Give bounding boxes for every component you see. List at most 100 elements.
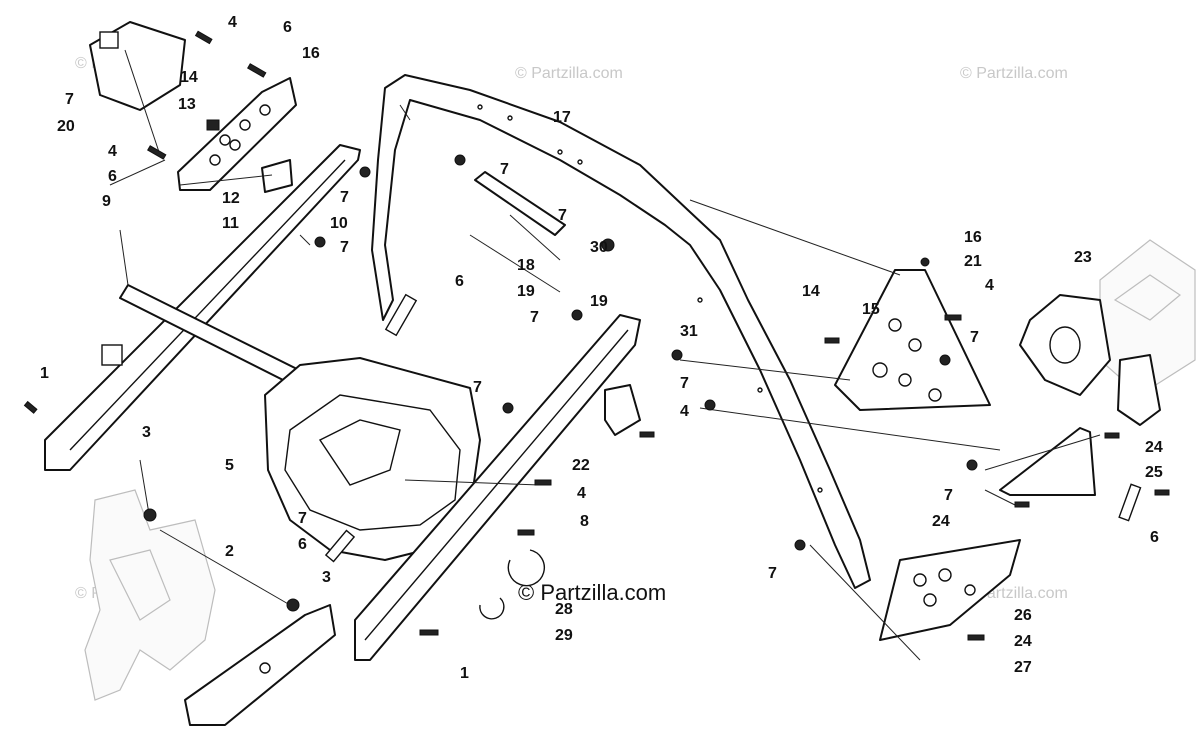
callout-6: 6 [108, 168, 117, 185]
callout-6: 6 [298, 536, 307, 553]
callout-28: 28 [555, 601, 573, 618]
fasteners [23, 30, 1170, 641]
callout-15: 15 [862, 301, 880, 318]
nut-2-a [143, 508, 157, 522]
callout-24: 24 [932, 513, 950, 530]
callout-7: 7 [500, 161, 509, 178]
callout-7: 7 [65, 91, 74, 108]
callout-7: 7 [473, 379, 482, 396]
crossbar-lower [354, 314, 641, 661]
nut-7-h [359, 166, 371, 178]
console-panel [264, 357, 481, 561]
bolt-4-e [194, 30, 213, 45]
relay-12 [261, 159, 293, 193]
callout-3: 3 [322, 569, 331, 586]
nut-2-b [286, 598, 300, 612]
callout-7: 7 [340, 189, 349, 206]
clamps [479, 549, 545, 620]
callout-7: 7 [530, 309, 539, 326]
callout-24: 24 [1014, 633, 1032, 650]
callout-16: 16 [302, 45, 320, 62]
callout-14: 14 [180, 69, 198, 86]
callout-7: 7 [558, 207, 567, 224]
callout-20: 20 [57, 118, 75, 135]
nut-7-c [502, 402, 514, 414]
bolt-24-c [967, 634, 985, 641]
callout-11: 11 [222, 215, 239, 232]
bolt-1-b [419, 629, 439, 636]
callout-27: 27 [1014, 659, 1032, 676]
callout-22: 22 [572, 457, 590, 474]
callout-8: 8 [580, 513, 589, 530]
callout-7: 7 [970, 329, 979, 346]
nut-7-i [314, 236, 326, 248]
callout-18: 18 [517, 257, 535, 274]
callout-4: 4 [108, 143, 117, 160]
watermark-top-center: © Partzilla.com [515, 65, 623, 82]
crossbar-upper [44, 144, 361, 471]
module-20 [89, 21, 186, 111]
bolt-24-a [1104, 432, 1120, 439]
nut-7-e [704, 399, 716, 411]
callout-31: 31 [680, 323, 698, 340]
bolt-16 [920, 257, 930, 267]
bracket-24 [999, 427, 1096, 496]
bolt-8 [517, 529, 535, 536]
callout-7: 7 [680, 375, 689, 392]
callout-29: 29 [555, 627, 573, 644]
callout-5: 5 [225, 457, 234, 474]
callout-19: 19 [590, 293, 608, 310]
callout-30: 30 [590, 239, 608, 256]
nut-7-g [794, 539, 806, 551]
bracket-22 [604, 384, 641, 436]
bolt-25 [1154, 489, 1170, 496]
bolt-4-b [639, 431, 655, 438]
callout-4: 4 [577, 485, 586, 502]
lower-bracket [184, 604, 336, 726]
bolt-16-a [247, 63, 267, 78]
callout-17: 17 [553, 109, 571, 126]
bolt-14 [824, 337, 840, 344]
strap-18 [474, 171, 566, 236]
nut-7-f [966, 459, 978, 471]
tank-23 [1019, 294, 1161, 426]
strap-6 [324, 293, 1142, 563]
callout-10: 10 [330, 215, 348, 232]
bolt-4-d [147, 145, 167, 160]
nut-7-a [454, 154, 466, 166]
plate-21 [834, 269, 991, 411]
callout-7: 7 [298, 510, 307, 527]
watermark-center: © Partzilla.com [518, 580, 666, 605]
callout-25: 25 [1145, 464, 1163, 481]
callout-2: 2 [225, 543, 234, 560]
callout-13: 13 [178, 96, 196, 113]
callout-14: 14 [802, 283, 820, 300]
callout-1: 1 [460, 665, 469, 682]
callout-6: 6 [1150, 529, 1159, 546]
callout-12: 12 [222, 190, 240, 207]
nut-7-j [601, 238, 615, 252]
callout-7: 7 [768, 565, 777, 582]
callout-24: 24 [1145, 439, 1163, 456]
bolt-4-a [534, 479, 552, 486]
nut-7-k [939, 354, 951, 366]
main-frame-arch [371, 74, 871, 589]
callout-4: 4 [228, 14, 237, 31]
callout-21: 21 [964, 253, 982, 270]
callout-labels: 4 6 16 14 13 7 20 4 6 12 11 7 9 10 7 17 … [40, 14, 1163, 682]
nut-7-d [671, 349, 683, 361]
callout-26: 26 [1014, 607, 1032, 624]
callout-9: 9 [102, 193, 111, 210]
clip-13 [206, 119, 220, 131]
watermark-top-right: © Partzilla.com [960, 65, 1068, 82]
bolt-24-b [1014, 501, 1030, 508]
callout-7: 7 [340, 239, 349, 256]
callout-7: 7 [944, 487, 953, 504]
bolt-1-a [23, 400, 38, 414]
callout-6: 6 [283, 19, 292, 36]
callout-4: 4 [680, 403, 689, 420]
nut-7-b [571, 309, 583, 321]
plate-11 [177, 77, 297, 191]
